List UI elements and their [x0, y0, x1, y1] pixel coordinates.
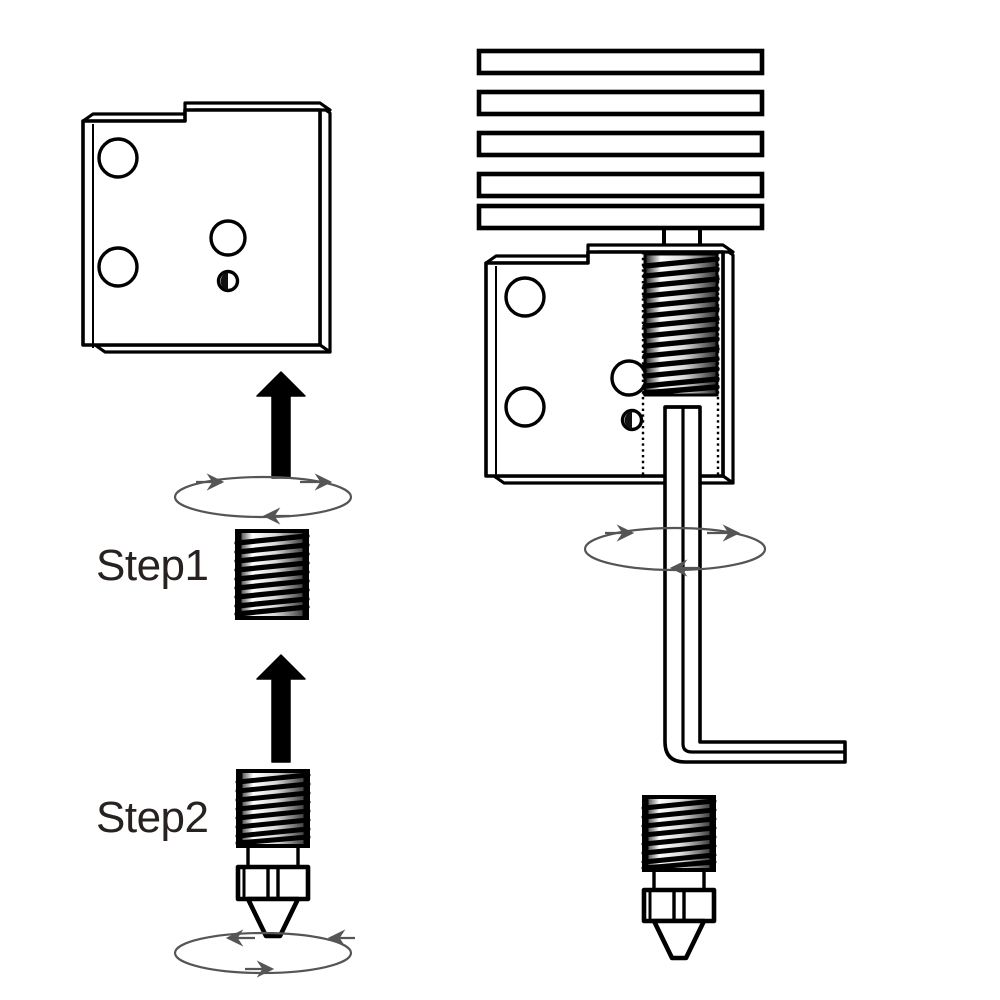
heater-block-bore-upper-left: [97, 137, 139, 179]
assembled-block-center-bore: [610, 359, 648, 397]
installed-threaded-insert: [642, 252, 720, 397]
heater-block-center-bore: [209, 219, 247, 257]
nozzle: [235, 769, 311, 939]
rotation-arrow-nozzle: [173, 929, 355, 978]
step1-label: Step1: [96, 541, 209, 590]
step2-label: Step2: [96, 793, 209, 842]
assembled-block-bore-upper-left: [504, 276, 546, 318]
heatsink: [476, 48, 765, 231]
hex-key: [663, 405, 847, 764]
nozzle-assembly-arrow: [256, 654, 306, 763]
rotation-arrow-insert: [173, 473, 353, 525]
heater-block: [81, 101, 332, 354]
assembled-block-bore-lower-left: [504, 386, 546, 428]
rotation-arrow-hexkey: [583, 524, 767, 577]
nozzle-detached: [641, 795, 717, 961]
insert-assembly-arrow: [256, 371, 306, 479]
threaded-insert: [234, 529, 310, 620]
heater-block-bore-lower-left: [97, 246, 139, 288]
